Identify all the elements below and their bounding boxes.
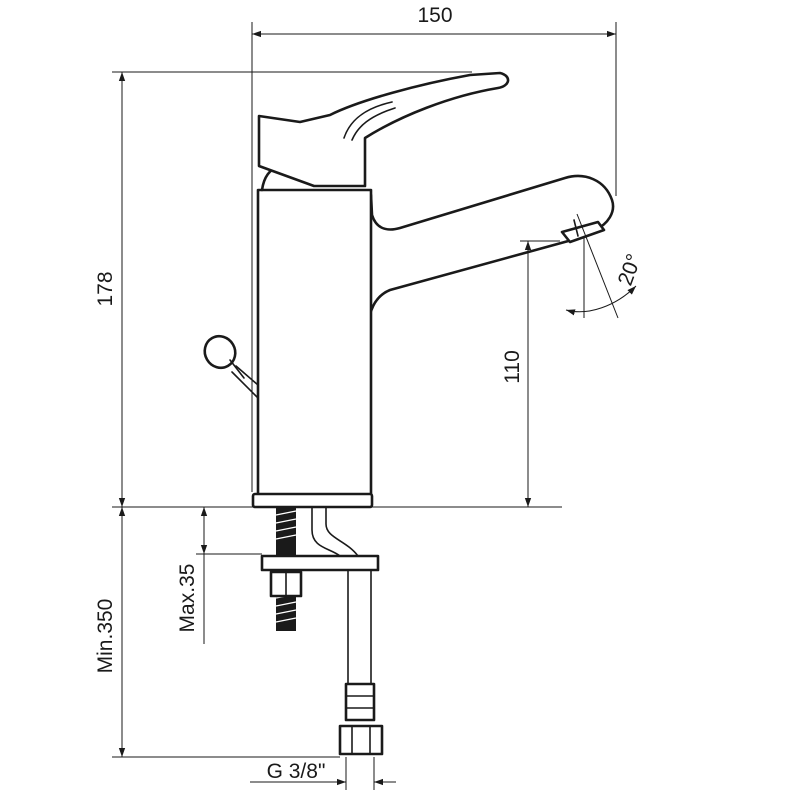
dimension-labels: 150 178 110 Min.350 Max.35 G 3/8" 20° <box>94 4 646 783</box>
lever-handle <box>257 71 510 188</box>
label-max-thickness: Max.35 <box>176 564 199 633</box>
label-height: 178 <box>94 271 117 306</box>
lever-detail-2 <box>351 107 396 141</box>
dimension-lines <box>112 22 637 790</box>
aerator-tip <box>573 219 579 237</box>
dim-arc-angle <box>565 285 637 316</box>
label-angle: 20° <box>614 251 646 289</box>
label-thread: G 3/8" <box>267 760 326 783</box>
mounting-plate <box>260 554 380 572</box>
base-flange <box>251 492 374 509</box>
label-min-hose: Min.350 <box>94 599 117 674</box>
aerator <box>560 220 606 244</box>
faucet-body <box>203 71 615 509</box>
label-width: 150 <box>417 4 452 27</box>
hose-connector-nut <box>338 724 384 756</box>
hose-bend <box>311 506 341 557</box>
hose-ferrule <box>344 682 376 722</box>
popup-knob <box>203 334 259 399</box>
mounting-assembly <box>260 506 384 756</box>
body-column <box>256 188 373 496</box>
label-spout-height: 110 <box>501 350 524 383</box>
lever-detail <box>343 101 393 139</box>
spout <box>366 174 615 496</box>
